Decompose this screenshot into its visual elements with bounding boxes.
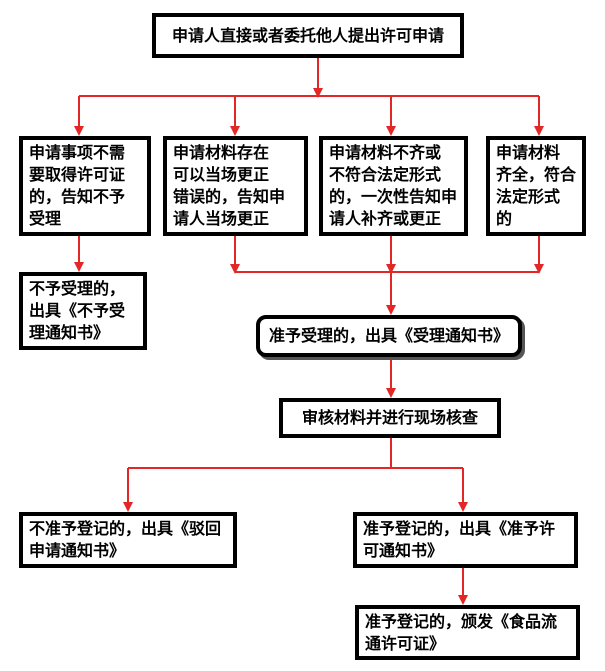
node-correctable: 申请材料存在 可以当场更正 错误的，告知申 请人当场更正 xyxy=(163,136,308,236)
node-incomplete-text: 申请材料不齐或 不符合法定形式 的，一次性告知申 请人补齐或更正 xyxy=(329,143,458,228)
node-accepted: 准予受理的，出具《受理通知书》 xyxy=(256,315,522,357)
node-reject-text: 不准予登记的，出具《驳回 申请通知书》 xyxy=(29,519,222,560)
node-apply: 申请人直接或者委托他人提出许可申请 xyxy=(152,13,464,58)
node-not-accepted: 不予受理的， 出具《不予受 理通知书》 xyxy=(19,272,147,350)
node-correctable-text: 申请材料存在 可以当场更正 错误的，告知申 请人当场更正 xyxy=(173,143,286,228)
node-reject: 不准予登记的，出具《驳回 申请通知书》 xyxy=(19,512,237,568)
node-review: 审核材料并进行现场核查 xyxy=(279,398,501,438)
node-complete-text: 申请材料 齐全，符合 法定形式 的 xyxy=(496,143,577,228)
node-issue: 准予登记的，颁发《食品流 通许可证》 xyxy=(355,605,580,660)
node-incomplete: 申请材料不齐或 不符合法定形式 的，一次性告知申 请人补齐或更正 xyxy=(319,136,468,236)
node-review-text: 审核材料并进行现场核查 xyxy=(301,408,478,427)
node-approve-text: 准予登记的，出具《准予许 可通知书》 xyxy=(363,519,556,560)
node-apply-text: 申请人直接或者委托他人提出许可申请 xyxy=(171,25,444,45)
node-complete: 申请材料 齐全，符合 法定形式 的 xyxy=(486,136,586,236)
node-not-needed: 申请事项不需 要取得许可证 的，告知不予 受理 xyxy=(19,136,151,236)
node-not-accepted-text: 不予受理的， 出具《不予受 理通知书》 xyxy=(29,279,126,342)
node-approve: 准予登记的，出具《准予许 可通知书》 xyxy=(353,512,578,568)
node-issue-text: 准予登记的，颁发《食品流 通许可证》 xyxy=(365,611,558,653)
node-not-needed-text: 申请事项不需 要取得许可证 的，告知不予 受理 xyxy=(29,143,126,228)
node-accepted-text: 准予受理的，出具《受理通知书》 xyxy=(268,326,509,345)
